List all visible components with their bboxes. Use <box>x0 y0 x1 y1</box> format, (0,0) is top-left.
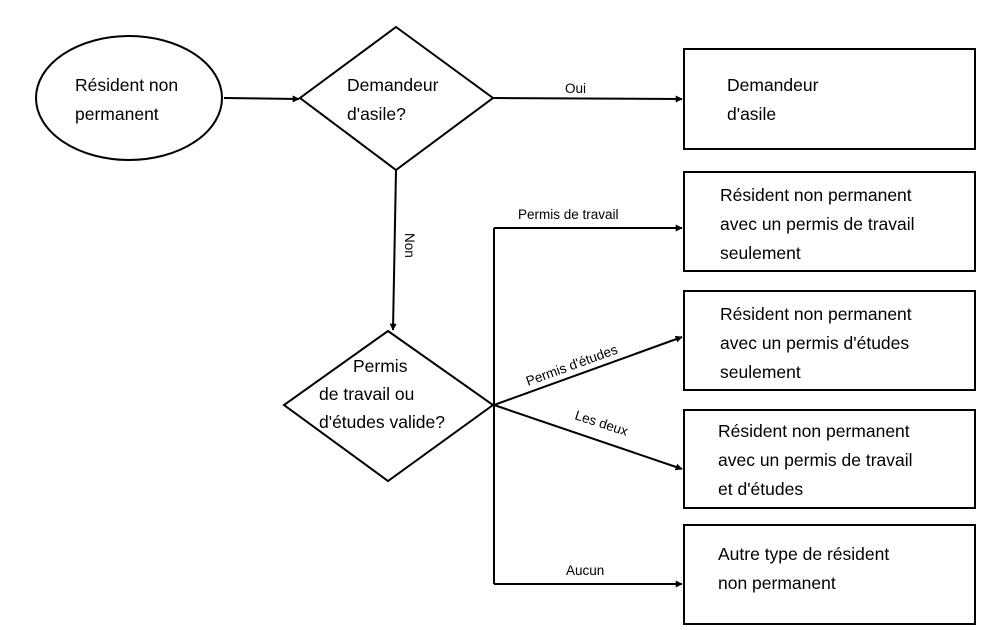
asylum-result-line-1: Demandeur <box>727 75 819 95</box>
other-result-line-1: Autre type de résident <box>718 544 889 564</box>
permit-decision-line-3: d'études valide? <box>319 412 445 432</box>
study-result-line-1: Résident non permanent <box>720 304 912 324</box>
start-label-line-1: Résident non <box>75 75 178 95</box>
other-resident-result: Autre type de résident non permanent <box>683 524 976 625</box>
asylum-decision-line-1: Demandeur <box>347 75 439 95</box>
both-result-line-3: et d'études <box>718 479 803 499</box>
study-permit-result: Résident non permanent avec un permis d'… <box>683 290 976 391</box>
arrow-study-permit <box>493 335 683 406</box>
asylum-decision: Demandeur d'asile? <box>298 25 495 172</box>
edge-label-none: Aucun <box>566 563 604 578</box>
asylum-result-line-2: d'asile <box>727 104 776 124</box>
work-result-line-1: Résident non permanent <box>720 185 912 205</box>
asylum-result: Demandeur d'asile <box>683 48 976 150</box>
edge-label-work-permit: Permis de travail <box>518 207 619 222</box>
arrow-asylum-yes <box>492 95 683 103</box>
edge-label-oui: Oui <box>565 81 586 96</box>
start-node: Résident non permanent <box>35 35 223 161</box>
arrow-asylum-no <box>389 169 397 331</box>
work-result-line-3: seulement <box>720 243 801 263</box>
work-permit-result: Résident non permanent avec un permis de… <box>683 171 976 272</box>
permit-decision-line-2: de travail ou <box>319 384 414 404</box>
work-result-line-2: avec un permis de travail <box>720 214 915 234</box>
permit-decision-line-1: Permis <box>353 356 408 376</box>
asylum-decision-line-2: d'asile? <box>347 104 406 124</box>
study-result-line-3: seulement <box>720 362 801 382</box>
study-result-line-2: avec un permis d'études <box>720 333 909 353</box>
start-label-line-2: permanent <box>75 104 159 124</box>
arrow-start-to-asylum <box>223 95 300 103</box>
edge-label-non: Non <box>402 233 417 258</box>
both-result-line-1: Résident non permanent <box>718 421 910 441</box>
arrow-both-permits <box>493 404 683 471</box>
other-result-line-2: non permanent <box>718 573 836 593</box>
both-result-line-2: avec un permis de travail <box>718 450 913 470</box>
permit-decision: Permis de travail ou d'études valide? <box>282 329 495 483</box>
both-permits-result: Résident non permanent avec un permis de… <box>683 409 976 509</box>
